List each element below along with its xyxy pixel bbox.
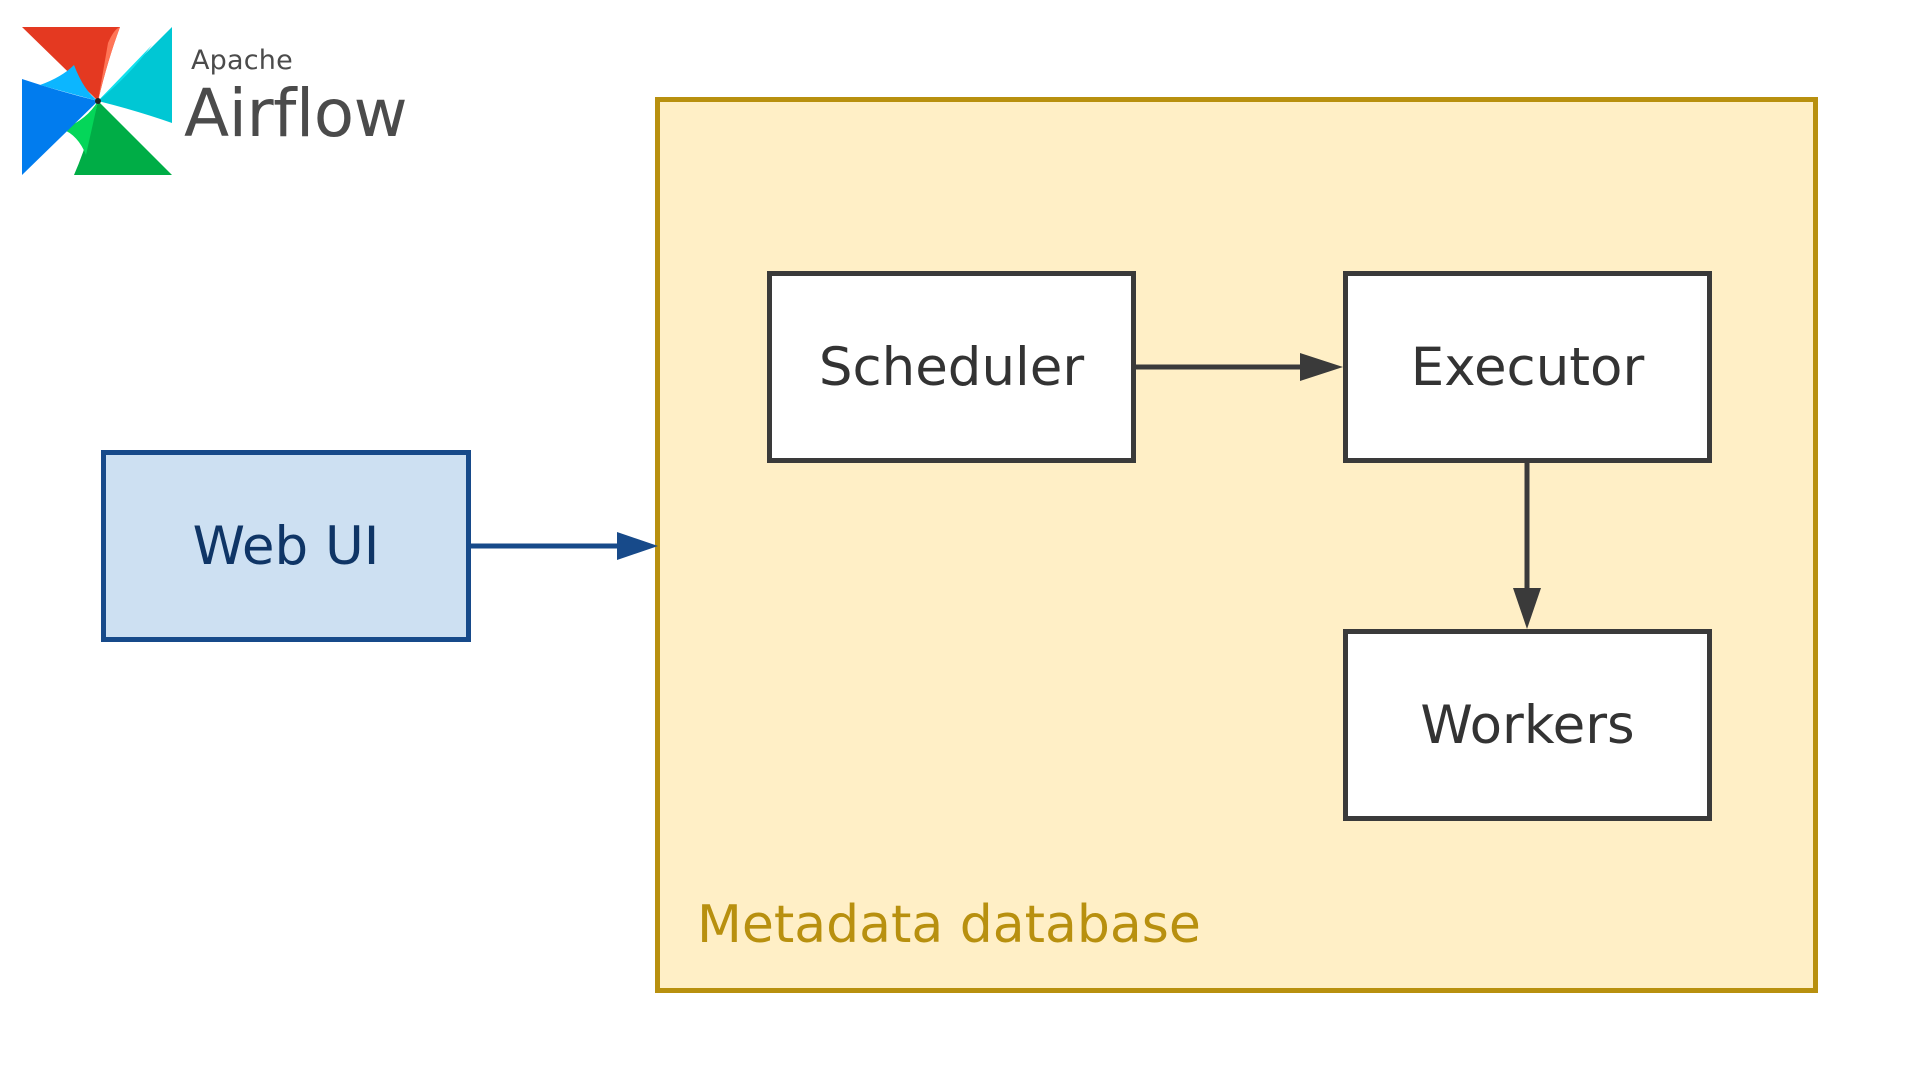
logo-vendor-text: Apache [191, 45, 293, 76]
executor-node: Executor [1343, 271, 1712, 463]
web-ui-label: Web UI [192, 515, 380, 577]
arrowhead-webui-to-database [617, 532, 658, 560]
logo-product-text: Airflow [184, 75, 408, 152]
metadata-database-label: Metadata database [697, 895, 1201, 955]
executor-label: Executor [1410, 336, 1645, 398]
scheduler-node: Scheduler [767, 271, 1136, 463]
workers-node: Workers [1343, 629, 1712, 821]
metadata-database-container [655, 97, 1818, 993]
airflow-logo: Apache Airflow [22, 25, 432, 177]
web-ui-node: Web UI [101, 450, 471, 642]
scheduler-label: Scheduler [818, 336, 1085, 398]
pinwheel-icon [22, 27, 172, 175]
workers-label: Workers [1420, 694, 1635, 756]
